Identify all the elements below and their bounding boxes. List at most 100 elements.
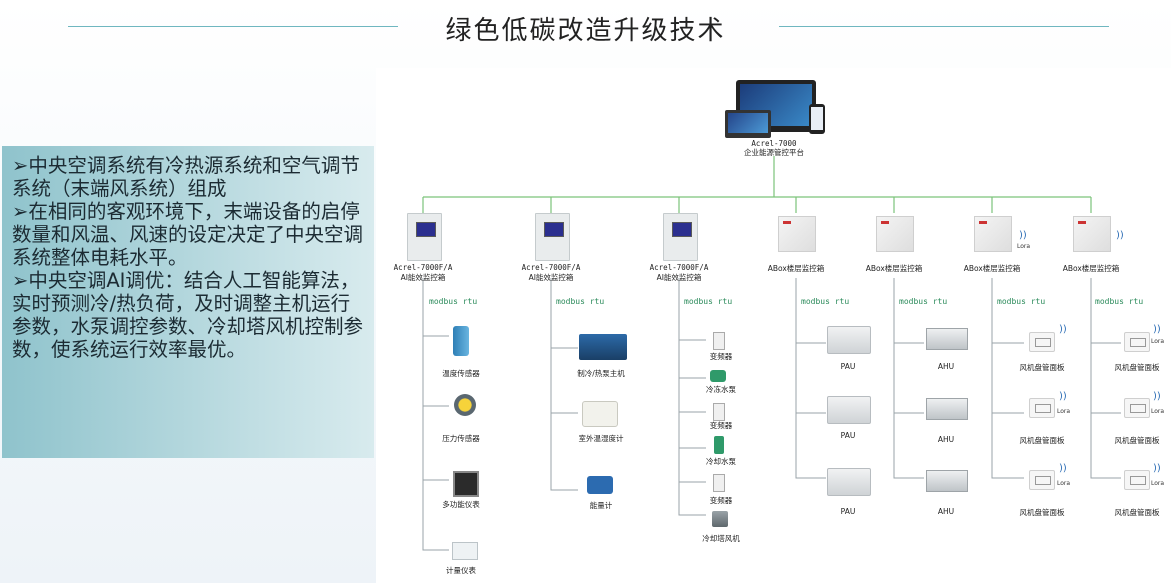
wifi-icon: )) [1059,463,1067,474]
lora-label: Lora [1151,338,1165,345]
energy-meter-icon [587,476,613,494]
wifi-icon: )) [1153,463,1161,474]
bus-label: modbus rtu [1095,297,1144,306]
col7-label-2: 风机盘管面板 [1114,436,1160,445]
wifi-icon: )) [1019,230,1027,241]
lora-label: Lora [1057,408,1071,415]
col3-label-4: 冷却水泵 [706,457,736,466]
controller-5-icon [876,216,914,252]
controller-4-label: ABox楼层监控箱 [767,264,825,273]
cooling-tower-fan-icon [712,511,728,527]
fcu-panel-icon [1029,398,1055,418]
wifi-icon: )) [1059,324,1067,335]
fcu-panel-icon [1124,332,1150,352]
col3-label-5: 变频器 [709,496,733,505]
controller-1-icon [407,213,442,261]
inverter-icon [713,403,725,421]
controller-2-icon [535,213,570,261]
col3-label-6: 冷却塔风机 [702,534,740,543]
fcu-panel-icon [1124,398,1150,418]
outdoor-hygrometer-icon [582,401,618,427]
controller-1-label-1: Acrel-7000F/A [393,263,453,272]
controller-4-icon [778,216,816,252]
col2-label-2: 室外温湿度计 [578,434,624,443]
controller-6-label: ABox楼层监控箱 [963,264,1021,273]
temperature-sensor-icon [453,326,469,356]
col2-label-1: 制冷/热泵主机 [577,369,625,378]
ahu-icon [926,398,968,420]
bus-label: modbus rtu [997,297,1046,306]
connection-lines [422,156,1121,551]
bus-label: modbus rtu [556,297,605,306]
pau-icon [827,326,871,354]
controller-2-label-2: AI能效监控箱 [528,273,574,282]
inverter-icon [713,332,725,350]
col3-label-3: 变频器 [709,421,733,430]
col6-label-1: 风机盘管面板 [1019,363,1065,372]
chiller-icon [579,334,627,360]
platform-phone-icon [809,104,825,134]
controller-3-label-1: Acrel-7000F/A [649,263,709,272]
platform-monitor-icon [736,80,816,132]
pau-icon [827,468,871,496]
col7-label-3: 风机盘管面板 [1114,508,1160,517]
pressure-sensor-icon [454,394,476,416]
wifi-icon: )) [1116,230,1124,241]
controller-2-label-1: Acrel-7000F/A [521,263,581,272]
col2-label-3: 能量计 [589,501,613,510]
platform-laptop-icon [725,110,771,138]
col3-label-1: 变频器 [709,352,733,361]
platform-label-2: 企业能源管控平台 [744,148,804,157]
title-line-right [779,26,1109,27]
description-panel: ➢中央空调系统有冷热源系统和空气调节系统（末端风系统）组成 ➢在相同的客观环境下… [2,146,374,458]
col4-label-1: PAU [840,362,856,371]
col6-label-2: 风机盘管面板 [1019,436,1065,445]
bullet-3: ➢中央空调AI调优：结合人工智能算法，实时预测冷/热负荷，及时调整主机运行参数，… [12,269,364,361]
controller-6-icon [974,216,1012,252]
col5-label-1: AHU [937,362,955,371]
metering-instrument-icon [452,542,478,560]
page-title: 绿色低碳改造升级技术 [445,16,726,46]
bus-label: modbus rtu [899,297,948,306]
col1-label-2: 压力传感器 [442,434,480,443]
bus-label: modbus rtu [684,297,733,306]
col4-label-3: PAU [840,507,856,516]
col7-label-1: 风机盘管面板 [1114,363,1160,372]
controller-3-label-2: AI能效监控箱 [656,273,702,282]
chilled-water-pump-icon [710,370,726,382]
lora-label: Lora [1151,480,1165,487]
multifunction-meter-icon [453,471,479,497]
platform-label-1: Acrel-7000 [751,139,797,148]
col1-label-4: 计量仪表 [446,566,476,575]
pau-icon [827,396,871,424]
lora-label: Lora [1057,480,1071,487]
bus-label: modbus rtu [429,297,478,306]
col5-label-2: AHU [937,435,955,444]
system-diagram: Acrel-7000 企业能源管控平台 )) Lora )) Acrel-700… [376,68,1171,583]
fcu-panel-icon [1124,470,1150,490]
bullet-1: ➢中央空调系统有冷热源系统和空气调节系统（末端风系统）组成 [12,154,360,200]
controller-3-icon [663,213,698,261]
lora-label: Lora [1017,243,1031,250]
bullet-2: ➢在相同的客观环境下，末端设备的启停数量和风温、风速的设定决定了中央空调系统整体… [12,200,364,269]
fcu-panel-icon [1029,332,1055,352]
wifi-icon: )) [1153,324,1161,335]
inverter-icon [713,474,725,492]
controller-7-label: ABox楼层监控箱 [1062,264,1120,273]
col1-label-1: 温度传感器 [442,369,480,378]
bus-label: modbus rtu [801,297,850,306]
wifi-icon: )) [1153,391,1161,402]
fcu-panel-icon [1029,470,1055,490]
col6-label-3: 风机盘管面板 [1019,508,1065,517]
controller-7-icon [1073,216,1111,252]
ahu-icon [926,470,968,492]
col1-label-3: 多功能仪表 [442,500,480,509]
lora-label: Lora [1151,408,1165,415]
ahu-icon [926,328,968,350]
col3-label-2: 冷冻水泵 [706,385,736,394]
controller-5-label: ABox楼层监控箱 [865,264,923,273]
controller-1-label-2: AI能效监控箱 [400,273,446,282]
title-line-left [68,26,398,27]
wifi-icon: )) [1059,391,1067,402]
col4-label-2: PAU [840,431,856,440]
